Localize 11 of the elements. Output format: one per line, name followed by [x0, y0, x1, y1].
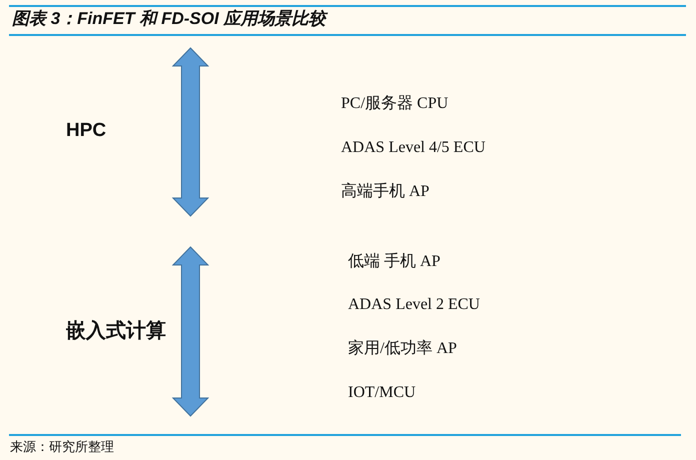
application-label: 家用/低功率 AP: [348, 338, 457, 358]
application-label: ADAS Level 2 ECU: [348, 294, 480, 314]
source-note: 来源：研究所整理: [10, 439, 114, 455]
application-label: PC/服务器 CPU: [341, 94, 448, 112]
application-label: 高端手机 AP: [341, 182, 430, 200]
application-label: ADAS Level 4/5 ECU: [341, 138, 486, 156]
title: 图表 3：FinFET 和 FD-SOI 应用场景比较: [12, 9, 326, 29]
category-label: HPC: [66, 120, 106, 142]
application-label: 低端 手机 AP: [348, 252, 440, 270]
category-label: 嵌入式计算: [66, 319, 166, 343]
application-label: IOT/MCU: [348, 382, 416, 402]
